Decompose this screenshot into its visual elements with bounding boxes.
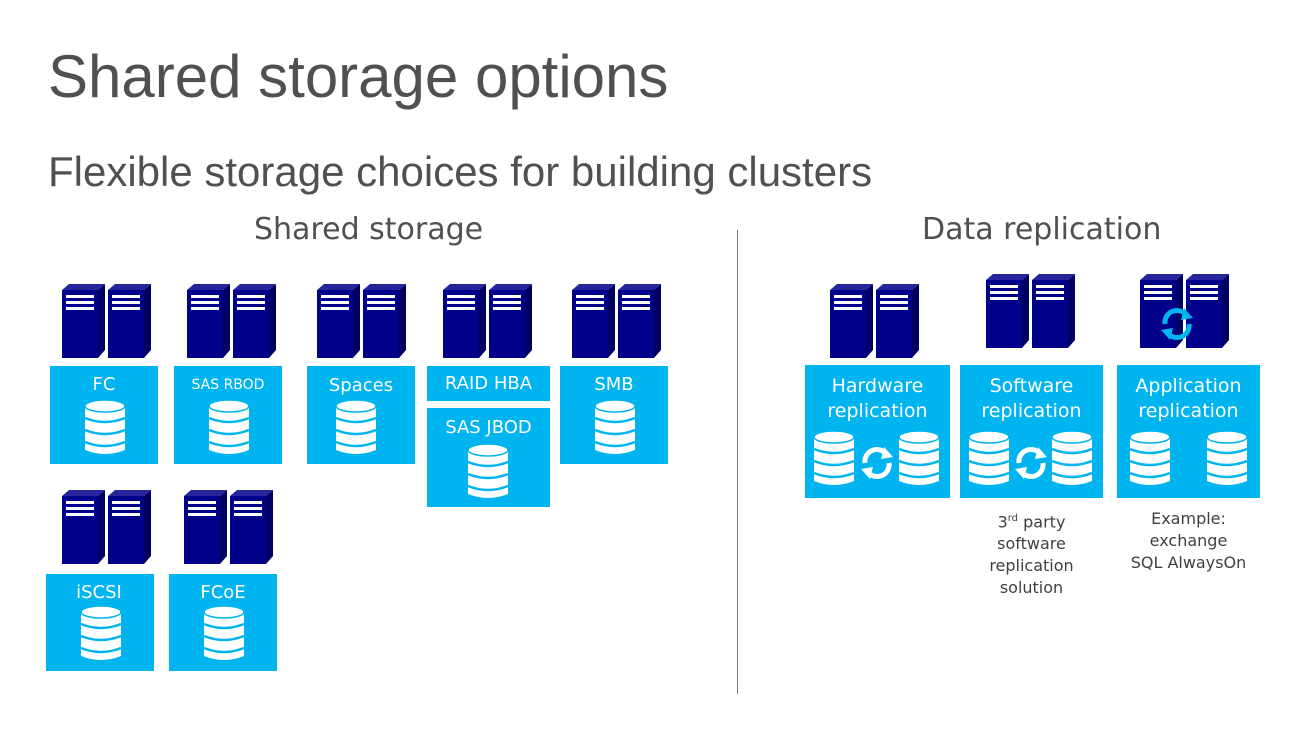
server-icon <box>441 284 533 358</box>
iscsi-label: iSCSI <box>76 582 122 603</box>
server-icon <box>570 284 662 358</box>
database-icon <box>466 442 510 506</box>
spaces-label: Spaces <box>328 375 394 396</box>
application-replication-note: Example: exchange SQL AlwaysOn <box>1112 508 1265 574</box>
server-icon <box>185 284 277 358</box>
sas-rbod-label: SAS RBOD <box>191 377 265 393</box>
database-icon <box>1128 429 1172 493</box>
server-icon <box>984 274 1076 348</box>
page-title: Shared storage options <box>48 43 669 110</box>
server-icon <box>60 284 152 358</box>
smb-label: SMB <box>594 374 634 395</box>
database-icon <box>967 429 1011 493</box>
note-line: 3rd party <box>997 512 1066 532</box>
note-line: SQL AlwaysOn <box>1130 553 1247 572</box>
database-icon <box>334 398 378 462</box>
note-line: replication <box>989 556 1074 576</box>
database-icon <box>897 429 941 493</box>
data-replication-heading: Data replication <box>922 212 1162 247</box>
database-icon <box>1205 429 1249 493</box>
database-icon <box>202 604 246 668</box>
shared-storage-heading: Shared storage <box>254 212 484 247</box>
fc-label: FC <box>92 374 116 395</box>
hardware-replication-label: Hardware replication <box>827 375 928 422</box>
database-icon <box>207 398 251 462</box>
sync-icon <box>1157 304 1197 349</box>
section-divider <box>737 230 738 694</box>
sas-rbod-storage: SAS RBOD <box>174 366 282 464</box>
server-icon <box>60 490 152 564</box>
software-replication-box: Software replication <box>960 365 1103 498</box>
server-icon <box>182 490 274 564</box>
spaces-storage: Spaces <box>307 366 415 464</box>
fcoe-storage: FCoE <box>169 574 277 671</box>
page-subtitle: Flexible storage choices for building cl… <box>48 148 873 195</box>
server-icon <box>1138 274 1230 348</box>
database-icon <box>593 398 637 462</box>
note-line: solution <box>999 578 1064 598</box>
application-replication-box: Application replication <box>1117 365 1260 498</box>
note-line: Example: <box>1151 509 1226 528</box>
sas-jbod-storage: SAS JBOD <box>427 408 550 507</box>
application-replication-label: Application replication <box>1135 375 1242 422</box>
note-line: software <box>997 534 1066 554</box>
server-icon <box>828 284 920 358</box>
raid-hba-label: RAID HBA <box>444 373 533 394</box>
note-line: exchange <box>1149 531 1228 550</box>
smb-storage: SMB <box>560 366 668 464</box>
hardware-replication-box: Hardware replication <box>805 365 950 498</box>
database-icon <box>79 604 123 668</box>
sync-icon <box>857 443 897 487</box>
sas-jbod-label: SAS JBOD <box>445 417 532 438</box>
server-icon <box>315 284 407 358</box>
database-icon <box>1050 429 1094 493</box>
software-replication-note: 3rd party software replication solution <box>960 508 1103 599</box>
iscsi-storage: iSCSI <box>46 574 154 671</box>
fcoe-label: FCoE <box>200 582 246 603</box>
fc-storage: FC <box>50 366 158 464</box>
sync-icon <box>1011 443 1051 487</box>
software-replication-label: Software replication <box>981 375 1082 422</box>
raid-hba-storage: RAID HBA <box>427 366 550 401</box>
database-icon <box>812 429 856 493</box>
database-icon <box>83 398 127 462</box>
